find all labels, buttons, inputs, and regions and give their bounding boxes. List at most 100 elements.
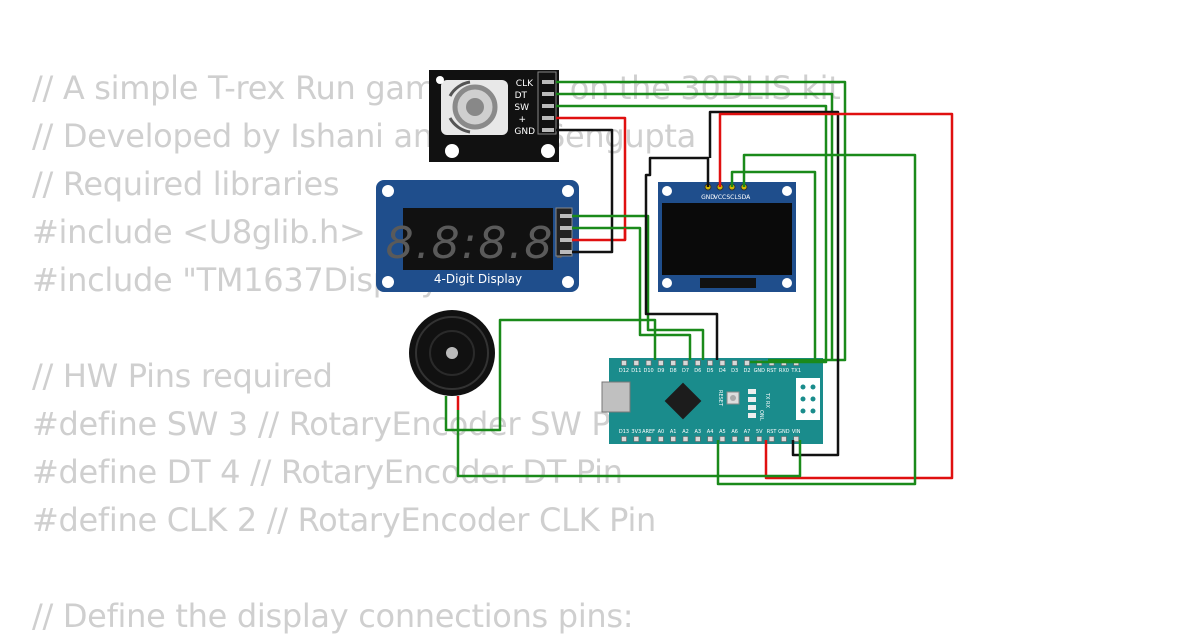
nano-pin-label: VIN bbox=[792, 429, 801, 435]
wire-display-clk[interactable] bbox=[572, 214, 705, 360]
icsp-pin bbox=[800, 396, 806, 402]
display-pin[interactable] bbox=[560, 214, 572, 218]
display-digits: 8.8:8.8. bbox=[386, 218, 571, 269]
icsp-pin bbox=[800, 384, 806, 390]
encoder-pin[interactable] bbox=[542, 116, 554, 120]
nano-pin-label: D7 bbox=[682, 368, 689, 374]
nano-pin-label: D6 bbox=[694, 368, 701, 374]
mount-hole bbox=[436, 76, 444, 84]
nano-pin-d4[interactable] bbox=[719, 360, 726, 366]
oled-screen bbox=[662, 203, 792, 275]
nano-pin-3v3[interactable] bbox=[633, 436, 640, 442]
nano-pin-a5[interactable] bbox=[719, 436, 726, 442]
nano-pin-d10[interactable] bbox=[645, 360, 652, 366]
encoder-pin-label: CLK bbox=[516, 79, 534, 89]
oled-pin-label: VCC bbox=[714, 194, 726, 201]
rotary-encoder[interactable]: CLK DT SW + GND bbox=[429, 70, 559, 162]
wire-encoder-gnd[interactable] bbox=[556, 128, 614, 254]
icsp-pin bbox=[800, 408, 806, 414]
led-label: RX bbox=[764, 401, 770, 408]
nano-pin-d2[interactable] bbox=[744, 360, 750, 366]
icsp-pin bbox=[810, 384, 816, 390]
nano-pin-label: D9 bbox=[657, 368, 664, 374]
nano-pin-a6[interactable] bbox=[731, 436, 738, 442]
seven-segment-display[interactable]: 8.8:8.8. 4-Digit Display bbox=[376, 180, 579, 292]
wire-encoder-sw[interactable] bbox=[556, 104, 828, 364]
wire-oled-gnd-2[interactable] bbox=[708, 110, 840, 457]
nano-pin-d12[interactable] bbox=[621, 360, 627, 366]
nano-pin-d3[interactable] bbox=[731, 360, 738, 366]
status-led bbox=[748, 413, 756, 418]
nano-pin-rst[interactable] bbox=[768, 436, 775, 442]
display-pin[interactable] bbox=[560, 250, 572, 254]
nano-pin-label: A6 bbox=[731, 429, 738, 435]
nano-pin-d13[interactable] bbox=[621, 436, 627, 442]
buzzer-ring bbox=[415, 316, 489, 390]
usb-connector bbox=[601, 381, 631, 413]
nano-pin-label: D2 bbox=[743, 368, 750, 374]
nano-pin-label: D4 bbox=[719, 368, 726, 374]
reset-button-cap[interactable] bbox=[730, 395, 736, 401]
nano-pin-label: GND bbox=[754, 368, 766, 374]
code-line: #define SW 3 // RotaryEncoder SW Pin bbox=[32, 405, 639, 443]
nano-pin-a4[interactable] bbox=[707, 436, 713, 442]
code-background: // A simple T-rex Run game based on the … bbox=[32, 64, 841, 640]
encoder-pin-label: DT bbox=[515, 91, 528, 101]
nano-pin-d11[interactable] bbox=[633, 360, 640, 366]
encoder-pin[interactable] bbox=[542, 92, 554, 96]
nano-pin-d8[interactable] bbox=[670, 360, 677, 366]
icsp-pin bbox=[810, 396, 816, 402]
led-label: ON bbox=[758, 410, 764, 418]
wire-oled-gnd[interactable] bbox=[644, 156, 719, 360]
nano-pin-label: D11 bbox=[631, 368, 641, 374]
nano-pin-a3[interactable] bbox=[694, 436, 701, 442]
nano-board bbox=[609, 358, 823, 444]
encoder-rotate-arrow bbox=[448, 80, 471, 97]
wire-oled-scl[interactable] bbox=[730, 170, 817, 360]
nano-pin-d6[interactable] bbox=[694, 360, 701, 366]
mount-hole bbox=[382, 276, 394, 288]
encoder-pin[interactable] bbox=[542, 80, 554, 84]
wire-oled-vcc[interactable] bbox=[718, 112, 954, 480]
encoder-pin-label: GND bbox=[514, 127, 535, 137]
nano-pin-a7[interactable] bbox=[744, 436, 750, 442]
code-line: // Define the display connections pins: bbox=[32, 597, 634, 635]
nano-pin-d7[interactable] bbox=[682, 360, 689, 366]
buzzer[interactable] bbox=[409, 310, 495, 396]
nano-pin-a2[interactable] bbox=[682, 436, 689, 442]
led-label: TX bbox=[764, 392, 770, 400]
nano-pin-label: A7 bbox=[744, 429, 751, 435]
nano-pin-5v[interactable] bbox=[756, 436, 763, 442]
code-line: #include <U8glib.h> bbox=[32, 213, 366, 251]
wire-encoder-vcc[interactable] bbox=[556, 116, 627, 242]
nano-pin-label: D12 bbox=[619, 368, 629, 374]
nano-pin-gnd[interactable] bbox=[781, 436, 787, 442]
encoder-pin[interactable] bbox=[542, 128, 554, 132]
nano-pin-label: D5 bbox=[707, 368, 714, 374]
display-pin[interactable] bbox=[560, 226, 572, 230]
nano-pin-label: A4 bbox=[707, 429, 714, 435]
nano-pin-label: A5 bbox=[719, 429, 726, 435]
wire-display-dio[interactable] bbox=[572, 226, 692, 360]
wire-encoder-dt[interactable] bbox=[556, 92, 834, 360]
wire-buzzer-gnd[interactable] bbox=[456, 410, 802, 478]
nano-pin-d5[interactable] bbox=[707, 360, 713, 366]
oled-display[interactable]: GND VCC SCL SDA bbox=[658, 182, 796, 292]
nano-pin-a0[interactable] bbox=[658, 436, 664, 442]
nano-pin-d9[interactable] bbox=[658, 360, 664, 366]
wire-buzzer-signal[interactable] bbox=[444, 318, 657, 432]
nano-pin-vin[interactable] bbox=[793, 436, 800, 442]
icsp-pin bbox=[810, 408, 816, 414]
nano-pin-aref[interactable] bbox=[645, 436, 652, 442]
nano-pin-label: RST bbox=[767, 368, 778, 374]
nano-pin-a1[interactable] bbox=[670, 436, 677, 442]
code-line: // HW Pins required bbox=[32, 357, 333, 395]
nano-pin-label: A2 bbox=[682, 429, 689, 435]
encoder-pin[interactable] bbox=[542, 104, 554, 108]
display-pin[interactable] bbox=[560, 238, 572, 242]
code-line: #define DT 4 // RotaryEncoder DT Pin bbox=[32, 453, 623, 491]
wire-encoder-clk[interactable] bbox=[556, 80, 847, 362]
